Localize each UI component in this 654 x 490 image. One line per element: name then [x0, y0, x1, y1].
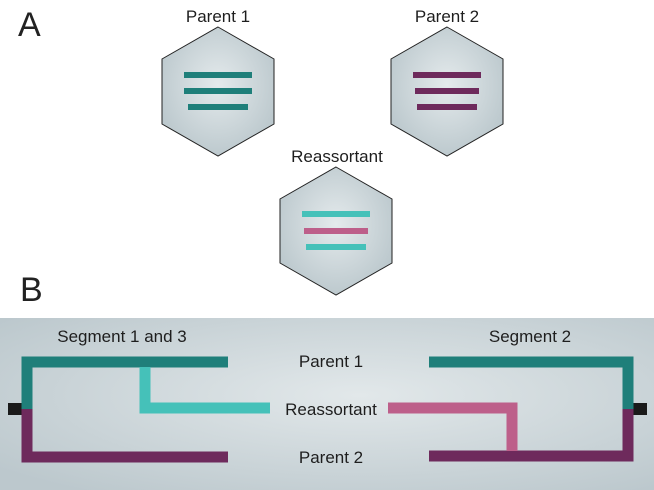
hexagon-parent-2: Parent 2	[390, 7, 504, 157]
segment-bar	[306, 244, 366, 250]
hexagon-parent-1: Parent 1	[161, 7, 275, 157]
segment-bar	[184, 72, 252, 78]
segment-bar	[184, 88, 252, 94]
segment-bar	[413, 72, 481, 78]
segment-bar	[188, 104, 248, 110]
segment-bar	[415, 88, 479, 94]
hexagon-reassortant: Reassortant	[279, 147, 393, 296]
segment-bar	[417, 104, 477, 110]
branch-reassortant	[388, 402, 518, 451]
hexagon-label: Parent 2	[415, 7, 479, 26]
branch-parent-2	[21, 409, 228, 463]
segment-bar	[302, 211, 370, 217]
left-tree	[8, 356, 270, 463]
root-marker	[8, 403, 22, 415]
panel-b-letter: B	[20, 271, 43, 309]
reassortant-label: Reassortant	[285, 400, 377, 419]
right-tree	[388, 356, 647, 462]
right-tree-title: Segment 2	[489, 327, 571, 346]
parent-1-label: Parent 1	[299, 352, 363, 371]
panel-b: B Segment 1 and 3 Segment 2 Parent 1 Rea…	[0, 271, 654, 490]
left-tree-title: Segment 1 and 3	[57, 327, 186, 346]
branch-parent-2	[429, 409, 634, 462]
hexagon-label: Reassortant	[291, 147, 383, 166]
panel-a: A Parent 1 Parent 2 Reassortant	[18, 6, 504, 296]
parent-2-label: Parent 2	[299, 448, 363, 467]
segment-bar	[304, 228, 368, 234]
root-marker	[633, 403, 647, 415]
panel-a-letter: A	[18, 6, 41, 44]
branch-parent-1	[429, 356, 634, 409]
branch-parent-1	[21, 356, 228, 409]
hexagon-label: Parent 1	[186, 7, 250, 26]
branch-reassortant	[139, 367, 270, 414]
